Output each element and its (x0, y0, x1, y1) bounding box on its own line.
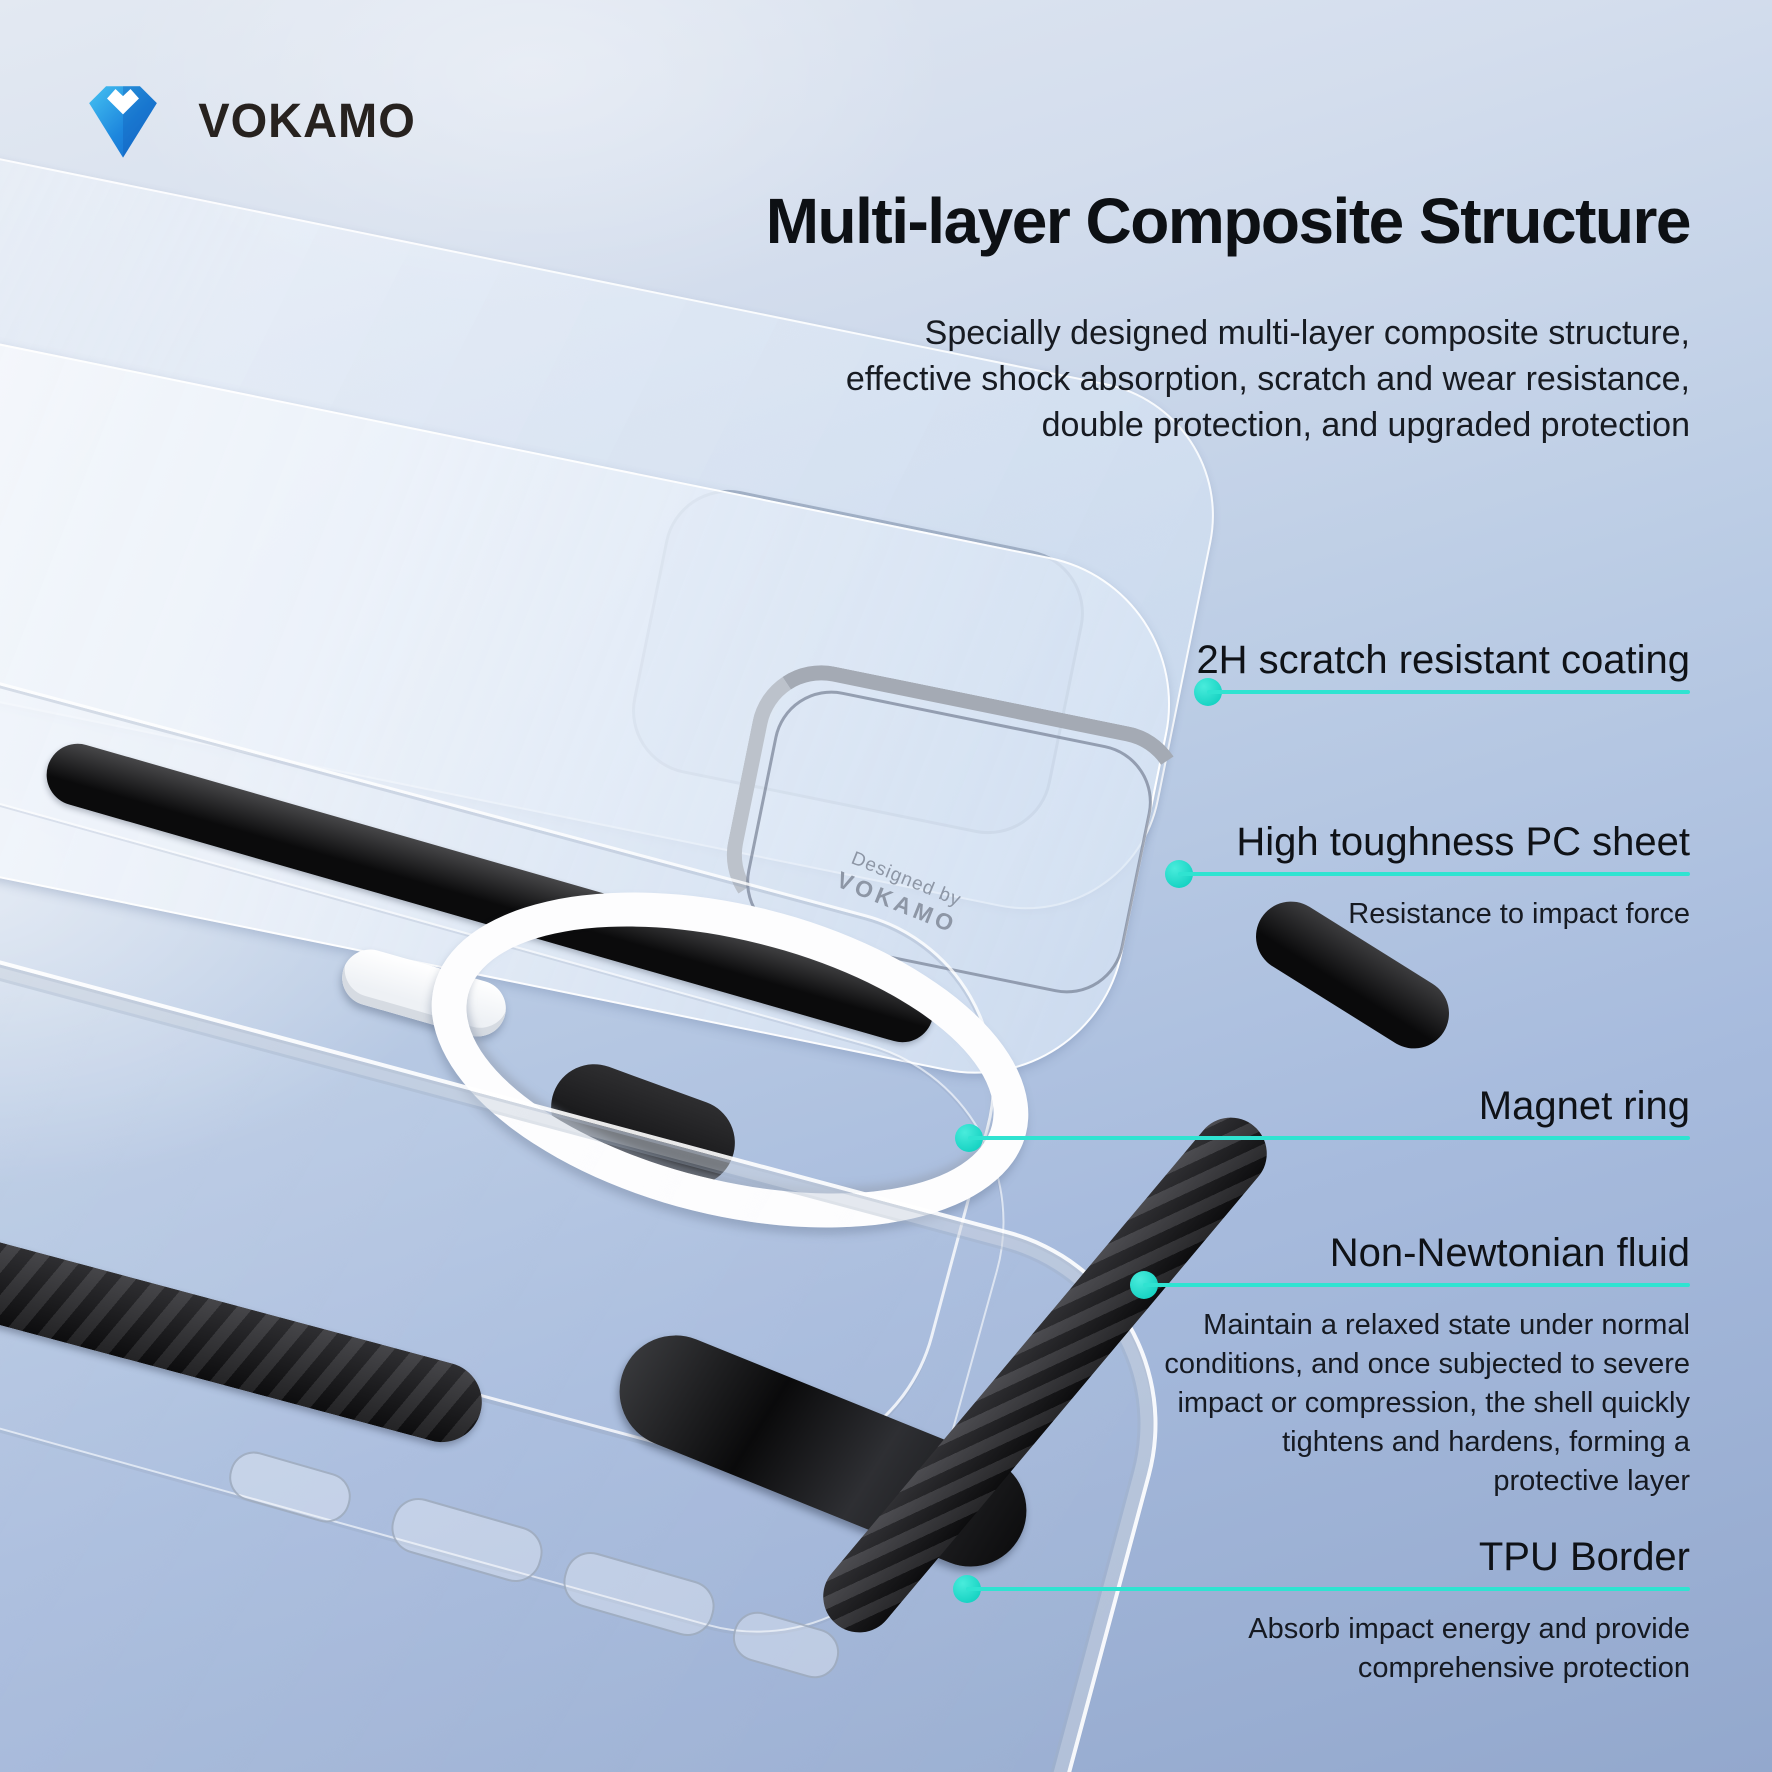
brand-logo: VOKAMO (76, 74, 418, 168)
page-subtitle: Specially designed multi-layer composite… (845, 314, 1690, 444)
diamond-logo-icon (89, 86, 157, 158)
callout-description: Absorb impact energy and provide compreh… (1248, 1613, 1690, 1684)
callout-label: TPU Border (1478, 1535, 1690, 1579)
page-title: Multi-layer Composite Structure (765, 185, 1692, 257)
callout-non-newtonian-fluid: Non-Newtonian fluid Maintain a relaxed s… (1130, 1231, 1690, 1497)
callout-line (1207, 690, 1690, 694)
callout-line (968, 1136, 1690, 1140)
callout-scratch-coating: 2H scratch resistant coating (1194, 638, 1690, 706)
callout-label: 2H scratch resistant coating (1196, 638, 1690, 682)
callout-magnet-ring: Magnet ring (955, 1084, 1690, 1152)
callout-tpu-border: TPU Border Absorb impact energy and prov… (953, 1535, 1690, 1684)
callout-line (1178, 872, 1690, 876)
callout-line (966, 1587, 1690, 1591)
callout-pc-sheet: High toughness PC sheet Resistance to im… (1165, 820, 1690, 930)
callout-line (1143, 1283, 1690, 1287)
callout-label: High toughness PC sheet (1236, 820, 1690, 864)
callout-description: Maintain a relaxed state under normal co… (1164, 1309, 1690, 1497)
callout-label: Non-Newtonian fluid (1329, 1231, 1690, 1275)
brand-wordmark: VOKAMO (198, 94, 416, 148)
callout-label: Magnet ring (1478, 1084, 1690, 1128)
callout-description: Resistance to impact force (1348, 898, 1690, 930)
